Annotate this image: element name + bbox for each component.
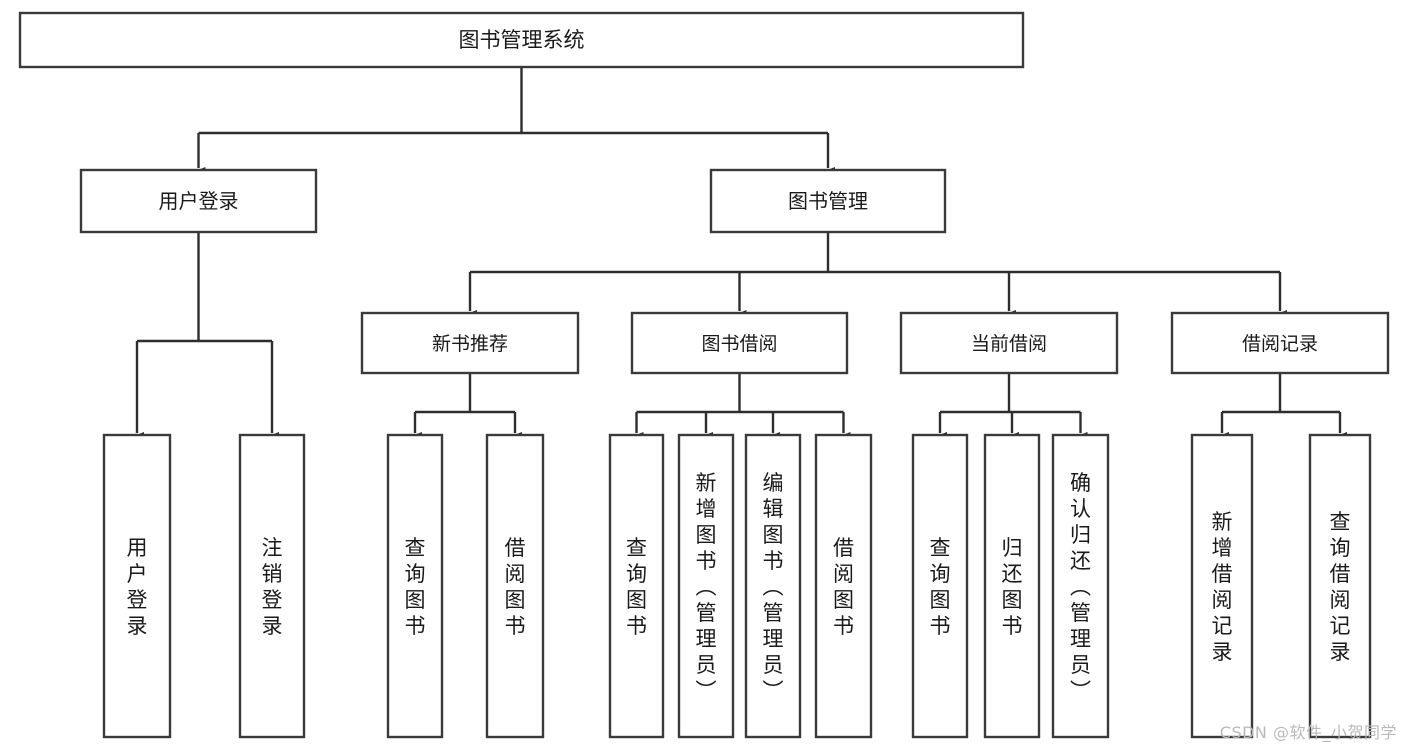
node-root-root[interactable]: 图书管理系统 <box>18 11 1025 69</box>
node-book-manage[interactable]: 图书管理 <box>709 168 947 234</box>
node-leaf-query-book-3[interactable]: 查询图书 <box>911 433 969 739</box>
node-leaf-user-login[interactable]: 用户登录 <box>102 433 172 739</box>
node-leaf-query-book-2[interactable]: 查询图书 <box>608 433 665 739</box>
leaf-label: 查询图书 <box>405 536 426 638</box>
leaf-label: 归还图书 <box>1002 536 1023 638</box>
node-current-borrow[interactable]: 当前借阅 <box>899 311 1119 375</box>
node-label: 借阅记录 <box>1242 333 1318 355</box>
node-new-book-recommend[interactable]: 新书推荐 <box>360 311 580 375</box>
leaf-label: 借阅图书 <box>505 536 526 638</box>
leaf-label: 查询图书 <box>626 536 647 638</box>
node-leaf-confirm-return[interactable]: 确认归还︵管理员︶ <box>1051 433 1110 739</box>
leaf-label: 借阅图书 <box>833 536 854 638</box>
node-label: 图书借阅 <box>701 333 777 355</box>
leaf-label: 注销登录 <box>262 536 283 638</box>
node-leaf-return-book[interactable]: 归还图书 <box>983 433 1041 739</box>
node-leaf-borrow-book-2[interactable]: 借阅图书 <box>814 433 873 739</box>
leaf-label: 编辑图书︵管理员︶ <box>763 471 784 703</box>
node-label: 图书管理系统 <box>459 28 585 52</box>
node-leaf-borrow-book-1[interactable]: 借阅图书 <box>485 433 545 739</box>
node-leaf-edit-book[interactable]: 编辑图书︵管理员︶ <box>744 433 802 739</box>
connector-layer <box>130 67 1347 443</box>
node-user-login[interactable]: 用户登录 <box>79 168 318 234</box>
node-book-borrow[interactable]: 图书借阅 <box>630 311 849 375</box>
watermark-credit: CSDN @软件_小贺同学 <box>1219 723 1397 742</box>
node-label: 新书推荐 <box>432 333 508 355</box>
leaf-label: 查询图书 <box>930 536 951 638</box>
node-label: 图书管理 <box>788 189 868 213</box>
leaf-label: 确认归还︵管理员︶ <box>1070 471 1091 703</box>
node-leaf-add-record[interactable]: 新增借阅记录 <box>1190 433 1254 739</box>
leaf-label: 查询借阅记录 <box>1330 510 1351 664</box>
leaf-label: 用户登录 <box>127 536 148 638</box>
node-leaf-query-book-1[interactable]: 查询图书 <box>386 433 444 739</box>
node-leaf-logout[interactable]: 注销登录 <box>238 433 306 739</box>
node-label: 当前借阅 <box>971 333 1047 355</box>
node-leaf-add-book[interactable]: 新增图书︵管理员︶ <box>677 433 735 739</box>
node-layer: 图书管理系统用户登录图书管理新书推荐图书借阅当前借阅借阅记录用户登录注销登录查询… <box>18 11 1390 739</box>
node-label: 用户登录 <box>159 189 239 213</box>
node-borrow-record[interactable]: 借阅记录 <box>1170 311 1390 375</box>
node-leaf-query-record[interactable]: 查询借阅记录 <box>1308 433 1372 739</box>
leaf-label: 新增借阅记录 <box>1212 510 1233 664</box>
leaf-label: 新增图书︵管理员︶ <box>696 471 717 703</box>
